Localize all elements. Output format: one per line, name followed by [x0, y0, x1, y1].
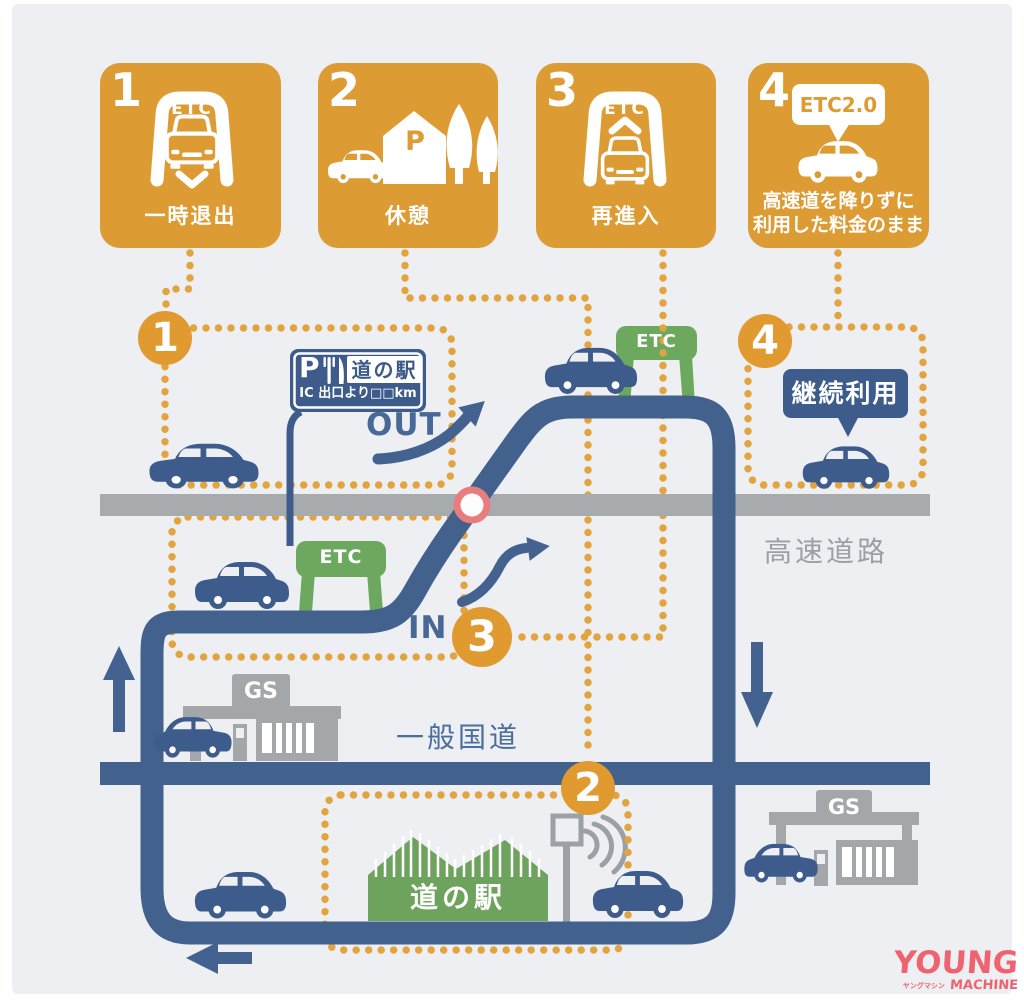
connector-step2: [401, 249, 592, 761]
marker-2: [561, 761, 615, 815]
out-label: OUT: [366, 407, 442, 443]
parking-house-icon: [383, 111, 446, 184]
sign-tail: [828, 123, 850, 142]
marker-3-number: 3: [467, 612, 497, 662]
logo-kana-text: ヤングマシン: [902, 982, 945, 990]
step-boxes: [100, 63, 929, 248]
dotted-routes: [161, 249, 927, 954]
etc-gate-left-label: ETC: [319, 546, 363, 568]
gs-left-label: GS: [244, 679, 278, 704]
step-3-number: 3: [546, 63, 579, 117]
sign-parking-label: P: [299, 351, 320, 384]
flow-arrows: [103, 400, 773, 974]
expressway-label: 高速道路: [764, 535, 889, 568]
step-4-number: 4: [758, 63, 791, 117]
expressway-road: [100, 494, 930, 516]
antenna-pole: [563, 844, 570, 922]
step-4-label-line2: 利用した料金のまま: [752, 214, 924, 236]
parking-label: P: [405, 126, 425, 157]
down-arrow: [741, 642, 773, 728]
logo-machine-text: MACHINE: [949, 978, 1019, 993]
michinoeki-building: [368, 830, 548, 921]
step-1-number: 1: [110, 63, 143, 117]
etc-entry-gate-icon: [590, 98, 660, 184]
in-label: IN: [408, 610, 448, 646]
tree-icon: [446, 104, 473, 168]
keizoku-label: 継続利用: [791, 379, 900, 408]
etc20-sign-plate: [792, 84, 885, 125]
sign-pole: [286, 408, 303, 546]
marker-4-number: 4: [751, 318, 779, 364]
tree-trunk: [483, 172, 490, 184]
sign-michinoeki-label: 道の駅: [351, 358, 418, 382]
rest-area-icon: [327, 104, 498, 184]
step-box-3: [536, 63, 716, 248]
marker-1-number: 1: [151, 315, 179, 361]
ramp-loop-road: [140, 395, 736, 945]
out-arrow: [372, 400, 485, 465]
sign-distance-label: IC 出口より□□km: [299, 386, 417, 401]
connector-step3: [511, 249, 667, 641]
marker-1: [138, 311, 192, 365]
wifi-icon: [582, 828, 600, 860]
step-2-number: 2: [328, 63, 361, 117]
step-2-label: 休憩: [385, 204, 431, 228]
gs-windows: [262, 723, 314, 753]
etc-gate-left: [296, 541, 386, 612]
keizoku-balloon: [783, 369, 908, 437]
general-road-label: 一般国道: [396, 721, 521, 754]
connector-step1: [162, 249, 194, 316]
logo-young-text: YOUNG: [892, 945, 1020, 981]
michinoeki-building-label: 道の駅: [409, 881, 506, 914]
etc20-icon: [792, 84, 885, 183]
tree-icon: [476, 116, 498, 172]
step-4-label-line1: 高速道を降りずに: [762, 190, 915, 212]
roof-ribs: [374, 830, 541, 877]
marker-3: [452, 607, 512, 667]
its-antenna: [550, 813, 628, 922]
tree-trunk: [455, 168, 463, 184]
route-markers: [138, 311, 792, 815]
zone-4-outline: [744, 323, 927, 489]
chevron-down-icon: [175, 170, 209, 189]
gas-station-right: [769, 790, 919, 886]
zone-3-outline: [168, 513, 468, 661]
chevron-up-icon: [608, 116, 642, 135]
up-arrow: [103, 646, 135, 732]
young-machine-logo: YOUNG ヤングマシン MACHINE: [884, 945, 1020, 993]
general-road: [100, 762, 930, 785]
step-3-label: 再進入: [591, 204, 661, 228]
zone-1-outline: [161, 324, 456, 489]
step-1-label: 一時退出: [144, 204, 237, 228]
marker-4: [738, 314, 792, 368]
etc-label-box1: ETC: [171, 99, 213, 119]
zone-2-outline: [321, 791, 632, 954]
antenna-sign: [550, 813, 584, 847]
junction-ring: [453, 486, 491, 524]
in-arrow: [457, 537, 550, 607]
marker-2-number: 2: [574, 765, 602, 811]
etc20-label: ETC2.0: [799, 93, 878, 117]
fork-knife-icon: [323, 357, 344, 384]
gs-sign: [232, 674, 290, 708]
gas-station-left: [183, 674, 341, 761]
wifi-icon: [591, 821, 615, 868]
etc-exit-gate-icon: [157, 98, 227, 189]
michinoeki-road-sign: [286, 349, 426, 546]
gs-windows: [842, 847, 894, 877]
etc-gate-top-label: ETC: [636, 331, 677, 352]
gs-right-label: GS: [827, 795, 861, 819]
etc-label-box3: ETC: [604, 99, 646, 119]
left-arrow: [186, 942, 252, 974]
